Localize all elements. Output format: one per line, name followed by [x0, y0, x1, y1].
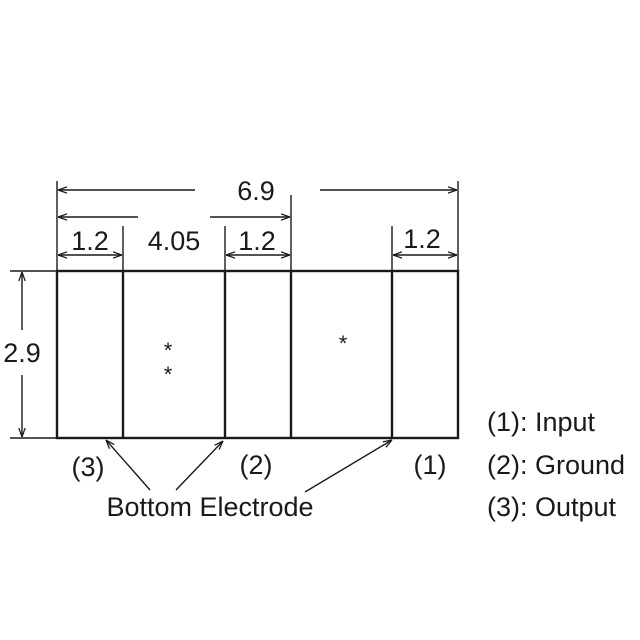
- package-outline: [55, 269, 460, 440]
- legend-ground: (2): Ground: [487, 450, 625, 480]
- legend-input: (1): Input: [487, 407, 596, 437]
- leader-terminal-2: [175, 441, 223, 491]
- legend-output: (3): Output: [487, 492, 617, 522]
- leader-terminal-3: [106, 440, 151, 491]
- dim-height: 2.9: [3, 338, 41, 368]
- leader-terminal-1: [304, 440, 392, 493]
- dim-left-electrode: 1.2: [71, 226, 109, 256]
- dim-body-1: 4.05: [148, 226, 201, 256]
- dim-total-width: 6.9: [237, 176, 275, 206]
- bottom-electrode-label: Bottom Electrode: [106, 492, 313, 522]
- terminal-3-label: (3): [72, 452, 105, 482]
- body-mark-right: *: [339, 331, 348, 356]
- dim-center-electrode: 1.2: [238, 226, 276, 256]
- dim-right-electrode: 1.2: [403, 224, 441, 254]
- terminal-2-label: (2): [240, 450, 273, 480]
- body-mark-left-1: *: [164, 338, 173, 363]
- body-mark-left-2: *: [164, 362, 173, 387]
- terminal-1-label: (1): [414, 450, 447, 480]
